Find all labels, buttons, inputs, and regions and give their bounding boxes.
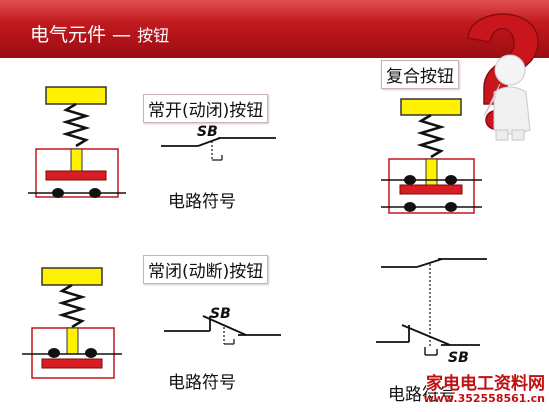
compound-button-diagram: [381, 98, 482, 214]
compound-button-cap: [400, 98, 462, 116]
no-button-stem: [70, 148, 83, 172]
no-button-bridge: [45, 170, 107, 181]
compound-button-bridge: [399, 184, 463, 195]
compound-button-label: 复合按钮: [381, 60, 459, 89]
nc-button-stem: [66, 327, 79, 355]
no-button-symbol: SB: [161, 124, 276, 161]
symbol-label-no: 电路符号: [168, 192, 236, 212]
compound-no-contact-left: [404, 202, 416, 212]
nc-button-diagram: [22, 267, 122, 379]
watermark-name: 家电电工资料网: [426, 374, 545, 394]
symbol-label-nc: 电路符号: [168, 373, 236, 393]
compound-nc-contact-left: [404, 175, 416, 185]
no-button-label: 常开(动闭)按钮: [143, 94, 269, 123]
compound-nc-contact-right: [445, 175, 457, 185]
no-button-contact-left: [52, 188, 64, 198]
compound-button-stem: [425, 158, 438, 187]
title-bar: 电气元件 — 按钮: [0, 0, 549, 58]
no-button-contact-right: [89, 188, 101, 198]
compound-button-symbol: SB: [376, 258, 487, 366]
title-shine: [0, 0, 549, 22]
symbol-label-compound: 电路符号: [388, 385, 456, 405]
no-button-diagram: [28, 86, 126, 198]
person-figure-icon: [483, 54, 531, 141]
sb-label-no: SB: [197, 124, 218, 140]
nc-button-cap: [41, 267, 103, 286]
nc-button-bridge: [41, 358, 103, 369]
compound-button-spring: [416, 113, 446, 159]
nc-button-contact-right: [85, 348, 97, 358]
no-button-spring: [61, 102, 91, 148]
title-main: 电气元件 —: [30, 24, 132, 46]
sb-label-nc: SB: [210, 306, 231, 322]
title-sub: 按钮: [137, 26, 170, 45]
nc-button-spring: [57, 283, 87, 329]
page-title: 电气元件 — 按钮: [30, 20, 169, 47]
sb-label-compound: SB: [448, 350, 469, 366]
watermark-url: www.352558561.cn: [423, 392, 545, 405]
nc-button-symbol: SB: [164, 306, 281, 345]
nc-button-contact-left: [48, 348, 60, 358]
nc-button-label: 常闭(动断)按钮: [143, 255, 269, 284]
compound-no-contact-right: [445, 202, 457, 212]
no-button-cap: [45, 86, 107, 105]
